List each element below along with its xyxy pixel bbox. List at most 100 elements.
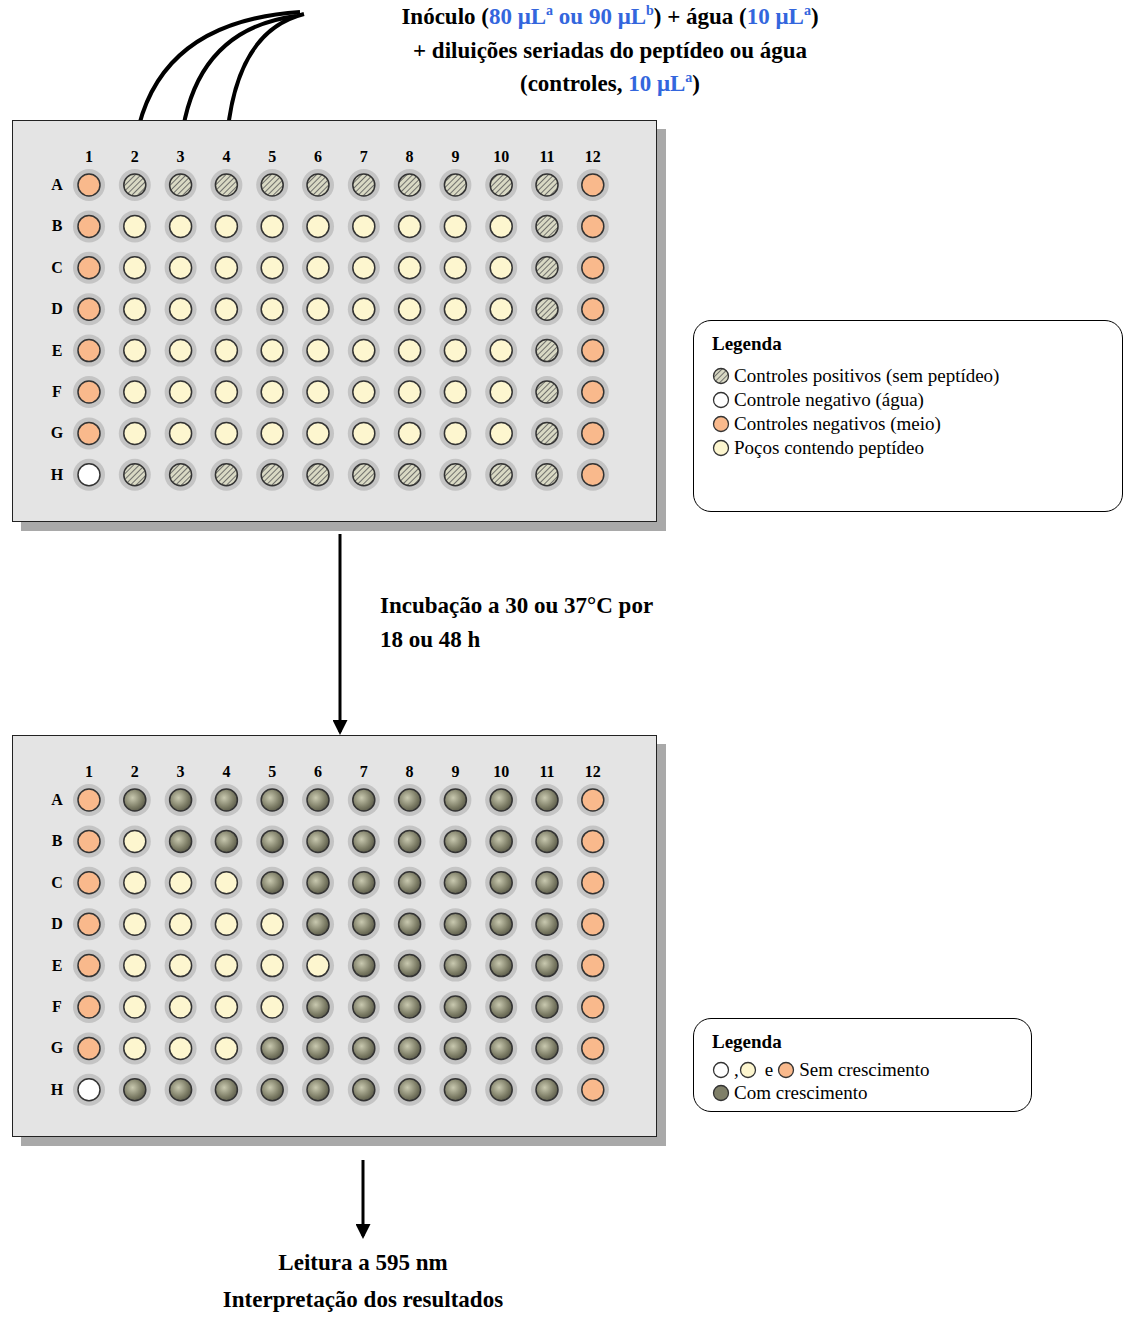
legend-swatch (714, 369, 729, 384)
well (353, 215, 375, 237)
well (353, 257, 375, 279)
well (307, 340, 329, 362)
well (582, 996, 604, 1018)
well-rim (485, 1032, 517, 1064)
well (444, 215, 466, 237)
well (215, 381, 237, 403)
legend-sample (777, 1061, 795, 1079)
well (78, 1037, 100, 1059)
well-rim (485, 950, 517, 982)
well (170, 422, 192, 444)
legend-row: Com crescimento (712, 1082, 868, 1104)
header-text: a (685, 70, 692, 85)
well-rim (531, 784, 563, 816)
well (399, 298, 421, 320)
well (215, 872, 237, 894)
well (444, 1037, 466, 1059)
well-rim (531, 950, 563, 982)
well (490, 381, 512, 403)
well (399, 174, 421, 196)
well-rim (485, 169, 517, 201)
well (536, 174, 558, 196)
well (261, 298, 283, 320)
well (399, 257, 421, 279)
well-rim (210, 376, 242, 408)
well-rim (210, 991, 242, 1023)
reading-arrow (362, 1160, 365, 1236)
well-rim (485, 376, 517, 408)
well-rim (394, 169, 426, 201)
well (536, 789, 558, 811)
header-line: + diluições seriadas do peptídeo ou água (95, 38, 1125, 64)
well (444, 381, 466, 403)
well (307, 955, 329, 977)
row-letter: A (51, 177, 63, 193)
well (307, 422, 329, 444)
well-rim (348, 825, 380, 857)
well-rim (302, 376, 334, 408)
well (215, 1037, 237, 1059)
well-rim (394, 252, 426, 284)
well-rim (302, 867, 334, 899)
well-rim (73, 991, 105, 1023)
well (490, 340, 512, 362)
well (261, 1037, 283, 1059)
well (261, 257, 283, 279)
well (261, 422, 283, 444)
column-number: 10 (493, 764, 509, 780)
well (307, 830, 329, 852)
legend-row: Poços contendo peptídeo (712, 437, 924, 459)
well-rim (165, 459, 197, 491)
well (170, 830, 192, 852)
column-number: 6 (314, 149, 322, 165)
well (444, 789, 466, 811)
well-rim (119, 417, 151, 449)
well-rim (210, 335, 242, 367)
column-number: 10 (493, 149, 509, 165)
well (307, 381, 329, 403)
well-rim (394, 867, 426, 899)
well (444, 955, 466, 977)
well-rim (165, 825, 197, 857)
well (170, 340, 192, 362)
well (261, 996, 283, 1018)
well (536, 955, 558, 977)
well-rim (119, 376, 151, 408)
well-rim (302, 459, 334, 491)
legend-title: Legenda (712, 333, 782, 355)
well (215, 955, 237, 977)
well (124, 174, 146, 196)
well (78, 257, 100, 279)
well-rim (577, 908, 609, 940)
well-rim (119, 784, 151, 816)
well-rim (210, 1074, 242, 1106)
well-grid (13, 121, 656, 521)
well-rim (485, 825, 517, 857)
well-rim (302, 252, 334, 284)
well-rim (73, 169, 105, 201)
well-rim (577, 210, 609, 242)
well-rim (348, 252, 380, 284)
well-rim (256, 169, 288, 201)
well-rim (119, 169, 151, 201)
well (353, 340, 375, 362)
well (124, 257, 146, 279)
well (399, 913, 421, 935)
well (307, 464, 329, 486)
well-rim (577, 1032, 609, 1064)
well (78, 913, 100, 935)
well (353, 381, 375, 403)
well (582, 381, 604, 403)
well (261, 1079, 283, 1101)
result-text: Interpretação dos resultados (113, 1287, 613, 1313)
well (261, 215, 283, 237)
well (78, 215, 100, 237)
well-rim (439, 908, 471, 940)
well-rim (394, 784, 426, 816)
well (170, 872, 192, 894)
well-rim (302, 908, 334, 940)
well (307, 298, 329, 320)
well-rim (577, 950, 609, 982)
well-rim (531, 825, 563, 857)
well (215, 422, 237, 444)
